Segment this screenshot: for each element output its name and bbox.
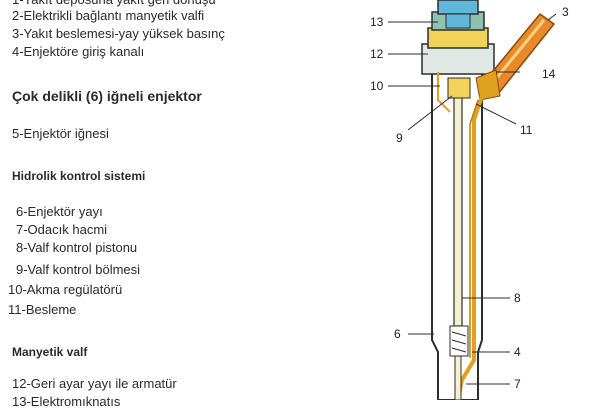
callout-7: 7	[514, 377, 521, 391]
fuel-inlet-neck	[475, 69, 501, 101]
legend-heading: Manyetik valf	[12, 345, 88, 359]
callout-11: 11	[520, 123, 533, 137]
legend-line: 4-Enjektöre giriş kanalı	[12, 44, 145, 59]
legend-heading: Çok delikli (6) iğneli enjektor	[12, 88, 202, 104]
injector-needle	[454, 355, 462, 400]
injector-diagram: 13 3 12 14 10 9 11 8 6 4 7	[370, 0, 569, 400]
control-chamber	[447, 77, 471, 99]
callout-14: 14	[542, 67, 556, 81]
callout-10: 10	[370, 79, 384, 93]
injector-collar	[421, 43, 495, 75]
legend-line: 7-Odacık hacmi	[16, 222, 108, 237]
solenoid-housing	[427, 27, 489, 49]
legend-line: 9-Valf kontrol bölmesi	[16, 262, 141, 277]
callout-6: 6	[394, 327, 401, 341]
electromagnet-cap	[437, 0, 479, 15]
callout-9: 9	[396, 131, 403, 145]
legend-line: 6-Enjektör yayı	[16, 204, 103, 219]
spring-coils	[451, 331, 467, 353]
legend-line: 2-Elektrikli bağlantı manyetik valfi	[12, 8, 205, 23]
legend-line: 8-Valf kontrol pistonu	[16, 240, 138, 255]
legend-line: 5-Enjektör iğnesi	[12, 126, 109, 141]
fuel-feed-line-shadow	[469, 99, 479, 358]
legend-line: 12-Geri ayar yayı ile armatür	[12, 376, 177, 391]
leader-lines	[388, 13, 557, 385]
callout-12: 12	[370, 47, 384, 61]
callout-8: 8	[514, 291, 521, 305]
legend-panel: 1-Yakıt deposuna yakıt geri dönüşü 2-Ele…	[8, 0, 225, 409]
callout-13: 13	[370, 15, 384, 29]
return-line	[437, 72, 451, 113]
control-piston	[453, 95, 463, 327]
legend-heading: Hidrolik kontrol sistemi	[12, 169, 146, 183]
fuel-inlet-channel	[488, 19, 546, 87]
legend-line: 3-Yakıt beslemesi-yay yüksek basınç	[12, 26, 225, 41]
legend-line: 1-Yakıt deposuna yakıt geri dönüşü	[12, 0, 216, 8]
electromagnet-core	[445, 13, 471, 29]
callout-3: 3	[562, 5, 569, 19]
callout-4: 4	[514, 345, 521, 359]
legend-line: 10-Akma regülatörü	[8, 282, 123, 297]
legend-line: 11-Besleme	[8, 302, 77, 317]
